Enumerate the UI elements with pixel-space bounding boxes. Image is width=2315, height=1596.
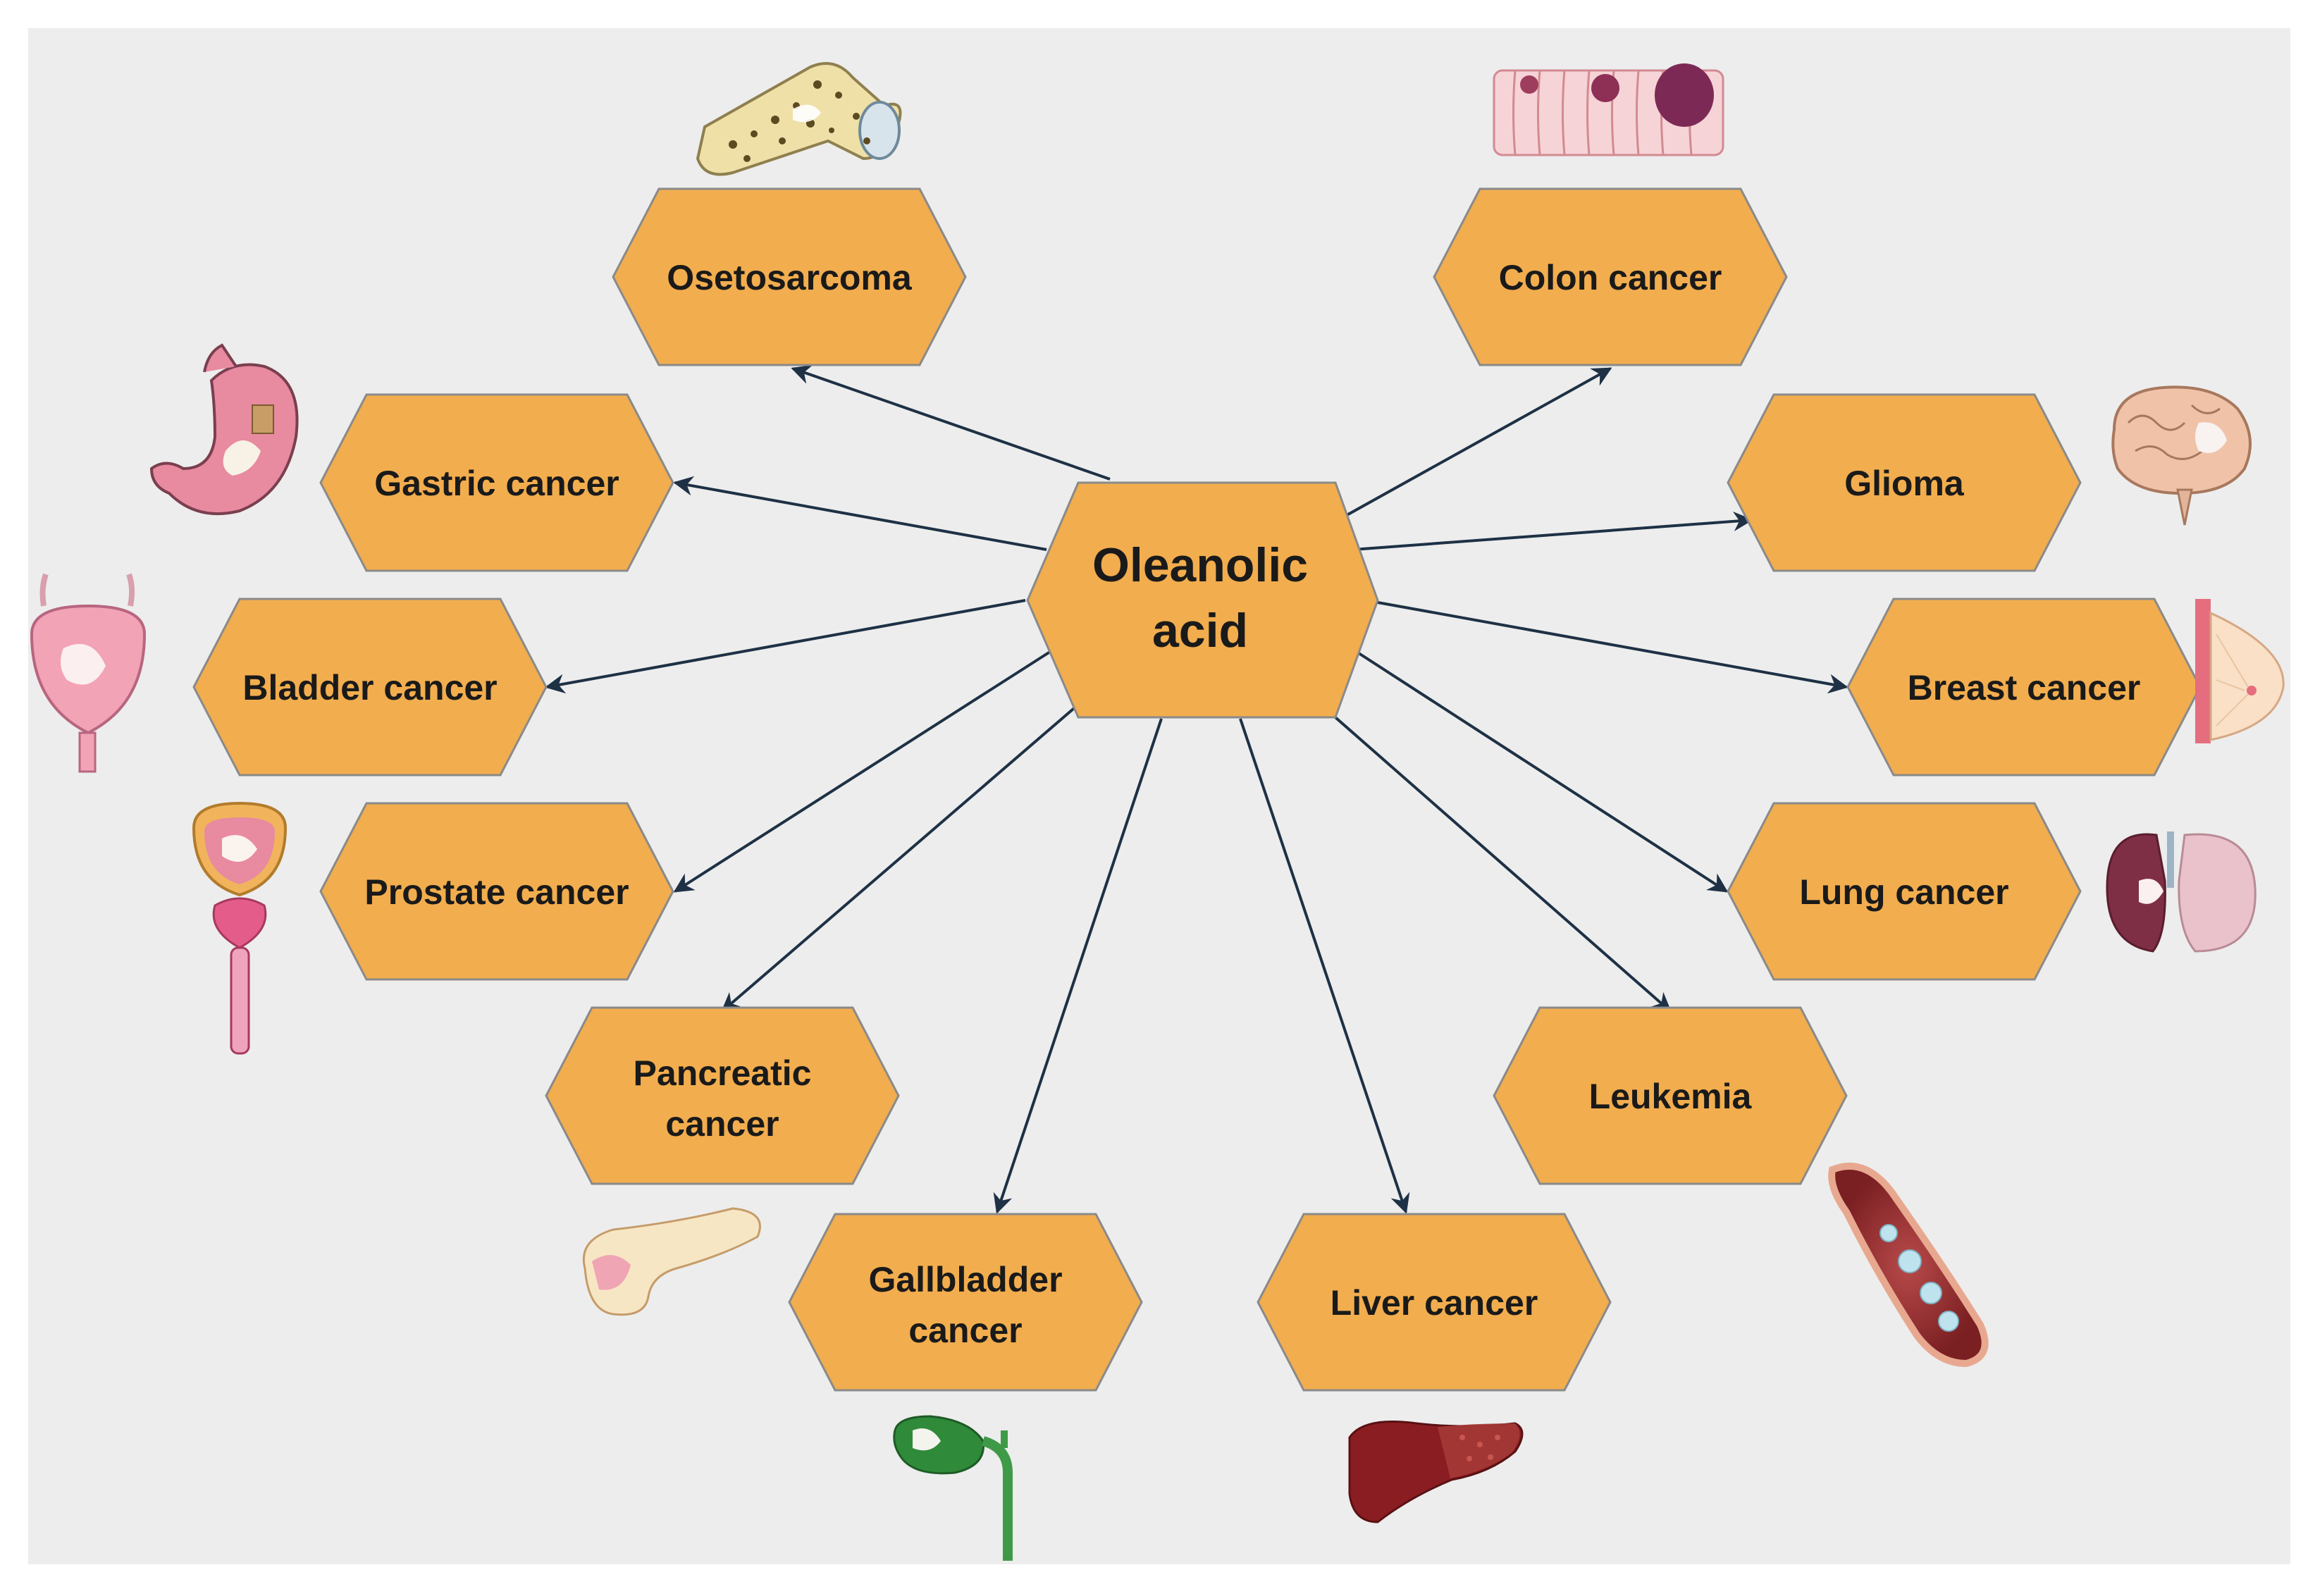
blood-vessel-icon — [1828, 1163, 1989, 1368]
osteosarcoma-label: Osetosarcoma — [667, 258, 913, 297]
hexagons — [192, 187, 2202, 1392]
colon-label: Colon cancer — [1499, 258, 1722, 297]
brain-icon — [2111, 385, 2252, 526]
leukemia-label: Leukemia — [1589, 1077, 1753, 1116]
arrow-to-liver — [1239, 718, 1410, 1214]
arrow-to-gallbladder — [993, 718, 1163, 1214]
arrow-to-leukemia — [1323, 707, 1672, 1013]
gallbladder-icon — [893, 1415, 1013, 1561]
hex-liver — [1257, 1213, 1612, 1392]
breast-icon — [2195, 599, 2285, 743]
bladder-label: Bladder cancer — [242, 668, 497, 707]
arrow-to-lung — [1355, 650, 1729, 893]
arrow-to-breast — [1377, 601, 1848, 694]
arrow-to-bladder — [545, 599, 1026, 694]
arrow-to-glioma — [1352, 511, 1753, 551]
colon-icon — [1493, 63, 1724, 156]
gallbladder-label-line2: cancer — [908, 1311, 1022, 1350]
hex-bladder — [192, 598, 548, 777]
breast-label: Breast cancer — [1908, 668, 2141, 707]
prostate-label: Prostate cancer — [364, 872, 629, 912]
arrow-to-colon — [1335, 367, 1612, 523]
bladder-icon — [30, 573, 147, 773]
gallbladder-label-line1: Gallbladder — [868, 1260, 1062, 1299]
lungs-icon — [2106, 831, 2257, 953]
stomach-icon — [149, 343, 299, 516]
liver-label: Liver cancer — [1331, 1283, 1538, 1323]
hex-glioma — [1727, 393, 2082, 572]
glioma-label: Glioma — [1844, 464, 1965, 503]
hex-colon — [1433, 187, 1788, 366]
center-label-line1: Oleanolic — [1092, 538, 1308, 592]
arrow-to-prostate — [673, 650, 1051, 893]
arrows — [545, 365, 1848, 1214]
bone-icon — [696, 62, 902, 176]
arrow-to-osteosarcoma — [791, 365, 1111, 481]
liver-icon — [1348, 1421, 1524, 1523]
hex-osteosarcoma — [612, 187, 967, 366]
hex-gallbladder — [788, 1213, 1143, 1392]
pancreas-icon — [582, 1207, 761, 1316]
labels: Oleanolic acid Osetosarcoma Colon cancer… — [242, 258, 2140, 1350]
hex-gastric — [319, 393, 674, 572]
hex-center — [1026, 481, 1379, 719]
hex-prostate — [319, 802, 674, 981]
center-label-line2: acid — [1152, 604, 1248, 657]
lung-label: Lung cancer — [1799, 872, 2008, 912]
prostate-icon — [192, 801, 288, 1055]
hex-leukemia — [1493, 1006, 1848, 1185]
hex-lung — [1727, 802, 2082, 981]
illustrations — [30, 62, 2285, 1561]
pancreatic-label-line2: cancer — [665, 1104, 779, 1144]
gastric-label: Gastric cancer — [374, 464, 619, 503]
arrow-to-pancreatic — [720, 703, 1080, 1013]
hex-pancreatic — [545, 1006, 900, 1185]
pancreatic-label-line1: Pancreatic — [634, 1053, 812, 1093]
arrow-to-gastric — [673, 476, 1047, 551]
